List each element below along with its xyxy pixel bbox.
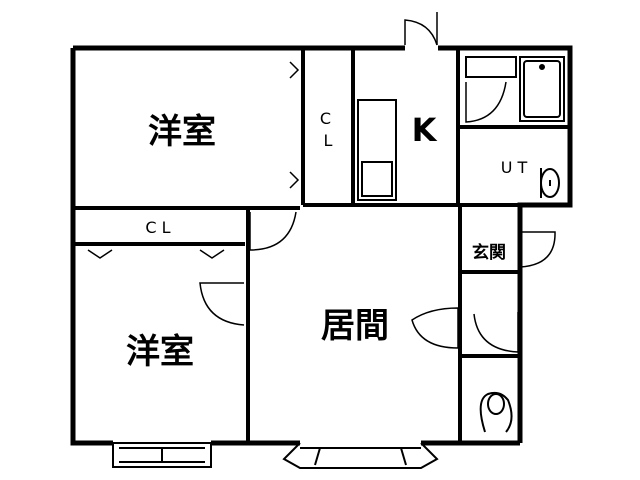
room-label-closet-top: C L [320,109,336,150]
room-label-living: 居間 [321,306,389,346]
room-label-western-bottom: 洋室 [126,332,194,372]
toilet [479,391,513,433]
windows [112,442,439,469]
bathtub [465,56,565,122]
room-label-kitchen: K [412,111,438,149]
kitchen-counter [357,99,397,201]
washbasin [540,168,560,198]
room-label-western-top: 洋室 [148,112,216,152]
outer-walls [70,45,573,446]
door-swings [87,12,556,353]
room-label-utility: U T [501,158,528,177]
room-label-closet-mid: C L [145,218,170,237]
interior-walls [73,48,570,443]
room-label-entrance: 玄関 [472,242,506,263]
